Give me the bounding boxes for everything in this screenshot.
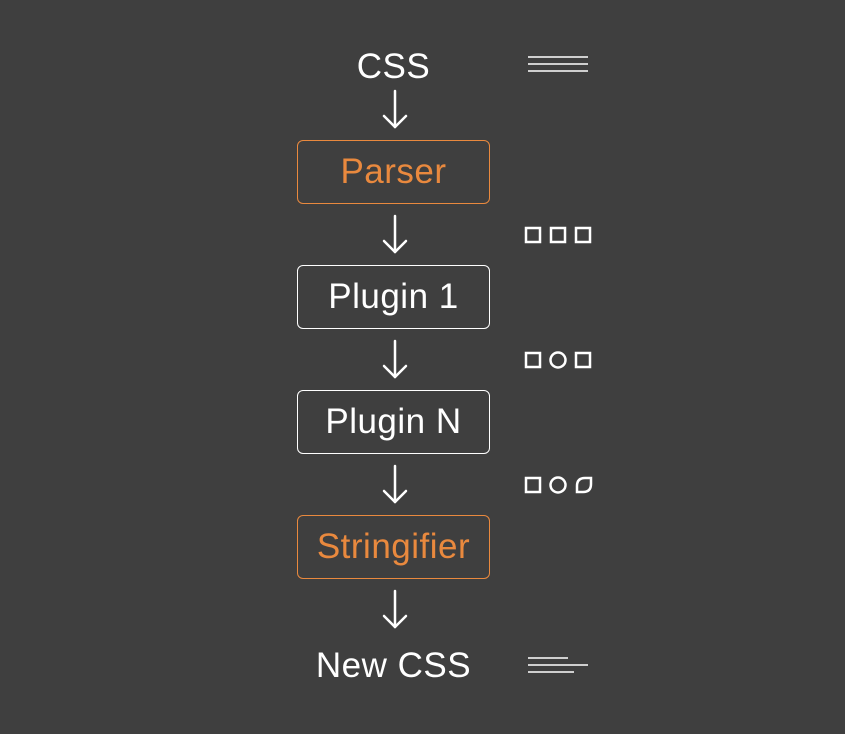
square-square-square-icon: [524, 226, 592, 244]
square-circle-leaf-icon: [524, 476, 593, 494]
text-lines-icon: [528, 56, 588, 72]
down-arrow-icon: [382, 214, 408, 254]
stringifier-box: Stringifier: [297, 515, 490, 579]
down-arrow-icon: [382, 339, 408, 379]
square-circle-square-icon: [524, 351, 592, 369]
down-arrow-icon: [382, 589, 408, 629]
source-css-label: CSS: [356, 47, 431, 86]
plugin-1-box: Plugin 1: [297, 265, 490, 329]
output-css-label: New CSS: [315, 646, 472, 685]
down-arrow-icon: [382, 464, 408, 504]
down-arrow-icon: [382, 89, 408, 129]
modified-text-lines-icon: [528, 657, 588, 673]
plugin-n-box: Plugin N: [297, 390, 490, 454]
parser-box: Parser: [297, 140, 490, 204]
